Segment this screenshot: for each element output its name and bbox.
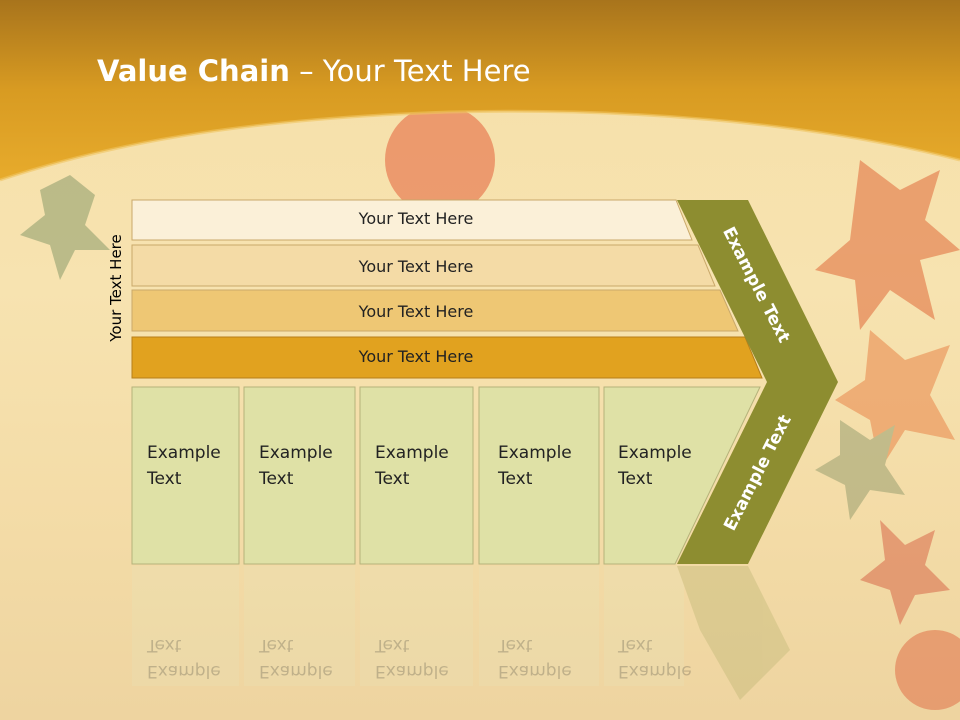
header-band xyxy=(0,0,960,180)
bar-4 xyxy=(131,336,763,379)
box-3-reflection: Example Text xyxy=(375,632,475,684)
bar-4-label: Your Text Here xyxy=(358,347,474,366)
activity-box-4 xyxy=(478,386,600,565)
box-3-reflection-line2: Text xyxy=(375,635,410,655)
page-title: Value Chain – Your Text Here xyxy=(97,54,531,88)
title-rest: – Your Text Here xyxy=(289,54,531,88)
box-2-reflection-line1: Example xyxy=(259,661,333,681)
bar-3 xyxy=(131,289,739,332)
activity-box-1 xyxy=(131,386,240,565)
reflection xyxy=(132,566,790,700)
side-label: Your Text Here xyxy=(107,234,125,342)
box-3-line1: Example xyxy=(375,443,449,463)
box-1-reflection: Example Text xyxy=(147,632,247,684)
box-4-line2: Text xyxy=(498,469,533,489)
bar-2 xyxy=(131,244,716,287)
leaf-decoration xyxy=(20,105,960,710)
box-5-reflection-line2: Text xyxy=(618,635,653,655)
box-5-reflection: Example Text xyxy=(618,632,718,684)
box-3-label: Example Text xyxy=(375,440,475,492)
activity-box-2 xyxy=(243,386,356,565)
box-2-line2: Text xyxy=(259,469,294,489)
bar-1 xyxy=(131,199,693,241)
box-2-label: Example Text xyxy=(259,440,359,492)
activity-box-3 xyxy=(359,386,474,565)
bar-3-label: Your Text Here xyxy=(358,302,474,321)
bar-1-label: Your Text Here xyxy=(358,209,474,228)
box-3-reflection-line1: Example xyxy=(375,661,449,681)
box-4-reflection-line1: Example xyxy=(498,661,572,681)
box-5-label: Example Text xyxy=(618,440,718,492)
box-5-line2: Text xyxy=(618,469,653,489)
box-1-reflection-line1: Example xyxy=(147,661,221,681)
box-4-reflection: Example Text xyxy=(498,632,598,684)
box-2-reflection-line2: Text xyxy=(259,635,294,655)
box-1-reflection-line2: Text xyxy=(147,635,182,655)
box-2-reflection: Example Text xyxy=(259,632,359,684)
box-4-label: Example Text xyxy=(498,440,598,492)
box-3-line2: Text xyxy=(375,469,410,489)
box-2-line1: Example xyxy=(259,443,333,463)
box-5-reflection-line1: Example xyxy=(618,661,692,681)
box-1-line1: Example xyxy=(147,443,221,463)
title-bold: Value Chain xyxy=(97,54,290,88)
box-1-line2: Text xyxy=(147,469,182,489)
box-4-line1: Example xyxy=(498,443,572,463)
box-5-line1: Example xyxy=(618,443,692,463)
box-1-label: Example Text xyxy=(147,440,247,492)
bar-2-label: Your Text Here xyxy=(358,257,474,276)
activity-box-5 xyxy=(603,386,761,565)
margin-chevron xyxy=(677,200,838,564)
box-4-reflection-line2: Text xyxy=(498,635,533,655)
